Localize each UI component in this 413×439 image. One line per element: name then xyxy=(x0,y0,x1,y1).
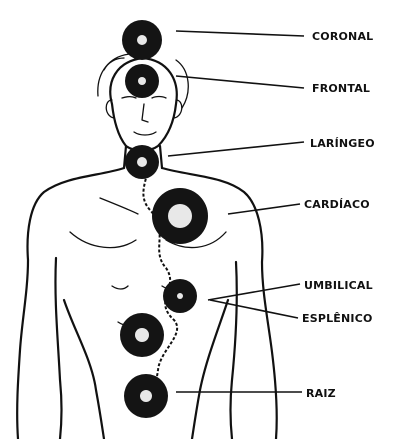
label-frontal: FRONTAL xyxy=(312,82,370,95)
leader-cardiaco xyxy=(228,204,300,214)
chakra-umbilical xyxy=(163,279,197,313)
label-esplenico: ESPLÊNICO xyxy=(302,312,373,325)
chakra-laringeo xyxy=(125,145,159,179)
leader-frontal xyxy=(176,76,304,88)
chakra-raiz xyxy=(124,374,168,418)
chakra-cardiaco xyxy=(152,188,208,244)
label-umbilical: UMBILICAL xyxy=(304,279,373,292)
energy-channel xyxy=(143,150,177,400)
label-raiz: RAIZ xyxy=(306,387,336,400)
chakra-coronal xyxy=(122,20,162,60)
label-coronal: CORONAL xyxy=(312,30,373,43)
chakra-labels: CORONAL FRONTAL LARÍNGEO CARDÍACO UMBILI… xyxy=(302,30,375,400)
chakra-esplenico xyxy=(120,313,164,357)
face-features xyxy=(122,97,166,136)
leader-umbilical xyxy=(208,284,300,300)
chakra-frontal xyxy=(125,64,159,98)
label-laringeo: LARÍNGEO xyxy=(310,137,375,150)
leader-coronal xyxy=(176,31,304,36)
leader-laringeo xyxy=(168,142,304,156)
label-cardiaco: CARDÍACO xyxy=(304,198,370,211)
